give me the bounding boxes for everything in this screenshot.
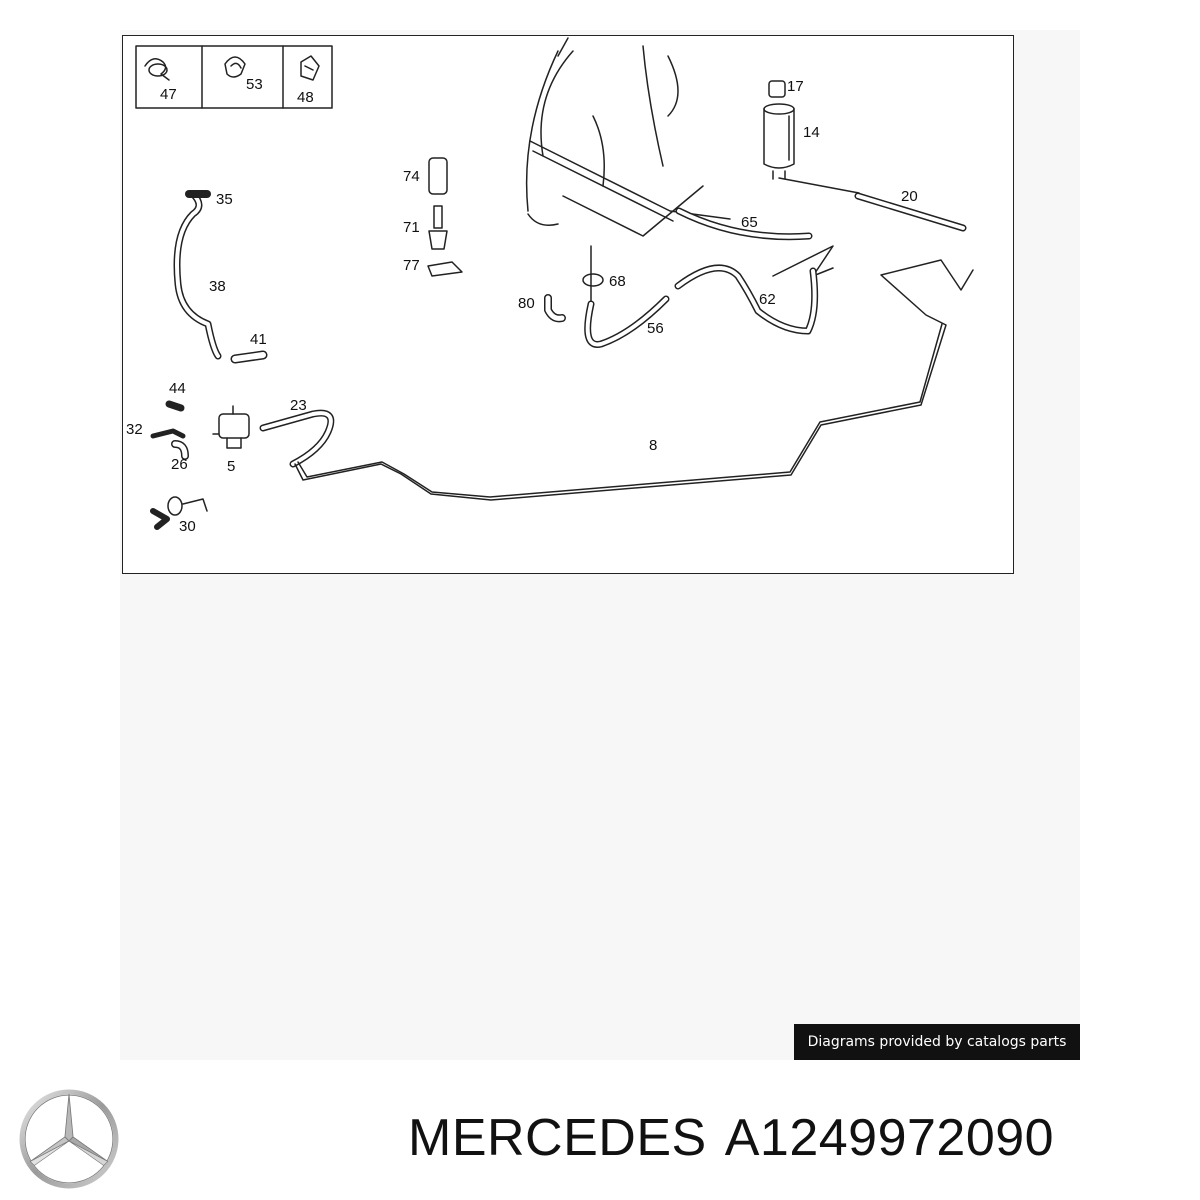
callout-23: 23 <box>290 397 307 414</box>
callout-32: 32 <box>126 421 143 438</box>
diagram-credit-badge: Diagrams provided by catalogs parts <box>794 1024 1080 1060</box>
fuel-line-part-8 <box>294 259 974 501</box>
hose-part-23 <box>259 409 335 468</box>
callout-14: 14 <box>803 124 820 141</box>
part-title: MERCEDES A1249972090 <box>408 1108 1072 1168</box>
callout-35: 35 <box>216 191 233 208</box>
brand-name: MERCEDES <box>408 1109 707 1167</box>
bracket-clip-icon <box>300 55 320 81</box>
callout-5: 5 <box>227 458 235 475</box>
callout-56: 56 <box>647 320 664 337</box>
callout-17: 17 <box>787 78 804 95</box>
callout-20: 20 <box>901 188 918 205</box>
callout-8: 8 <box>649 437 657 454</box>
fuel-tank-outline <box>525 37 731 302</box>
callout-30: 30 <box>179 518 196 535</box>
callout-74: 74 <box>403 168 420 185</box>
legend-label-47: 47 <box>160 86 177 103</box>
cap-part-44 <box>165 400 185 412</box>
callout-80: 80 <box>518 295 535 312</box>
callout-77: 77 <box>403 257 420 274</box>
callout-38: 38 <box>209 278 226 295</box>
callout-44: 44 <box>169 380 186 397</box>
clip-part-68 <box>582 273 604 287</box>
callout-71: 71 <box>403 219 420 236</box>
callout-41: 41 <box>250 331 267 348</box>
clamp-icon <box>144 58 170 81</box>
valve-part-71 <box>428 205 448 250</box>
canister-line <box>778 177 860 194</box>
bracket-part-62 <box>772 245 834 277</box>
callout-65: 65 <box>741 214 758 231</box>
part-number: A1249972090 <box>724 1109 1055 1167</box>
legend-box <box>135 45 333 109</box>
callout-68: 68 <box>609 273 626 290</box>
filter-canister-part-14 <box>763 103 795 180</box>
callout-62: 62 <box>759 291 776 308</box>
mercedes-star-logo <box>19 1089 119 1189</box>
clip-part-77 <box>427 261 463 277</box>
hose-part-32 <box>150 428 186 439</box>
valve-part-5 <box>212 405 250 449</box>
sleeve-part-74 <box>428 157 448 195</box>
cap-part-17 <box>768 80 786 98</box>
legend-label-48: 48 <box>297 89 314 106</box>
parts-diagram: 17 14 20 65 62 68 80 56 74 71 77 35 38 4… <box>122 35 1014 574</box>
hose-clip-icon <box>224 56 246 78</box>
hose-part-38 <box>173 190 222 360</box>
callout-26: 26 <box>171 456 188 473</box>
legend-label-53: 53 <box>246 76 263 93</box>
hose-part-62 <box>674 264 819 335</box>
parts-diagram-drawing: 17 14 20 65 62 68 80 56 74 71 77 35 38 4… <box>126 37 974 535</box>
valve-part-30 <box>150 496 208 530</box>
